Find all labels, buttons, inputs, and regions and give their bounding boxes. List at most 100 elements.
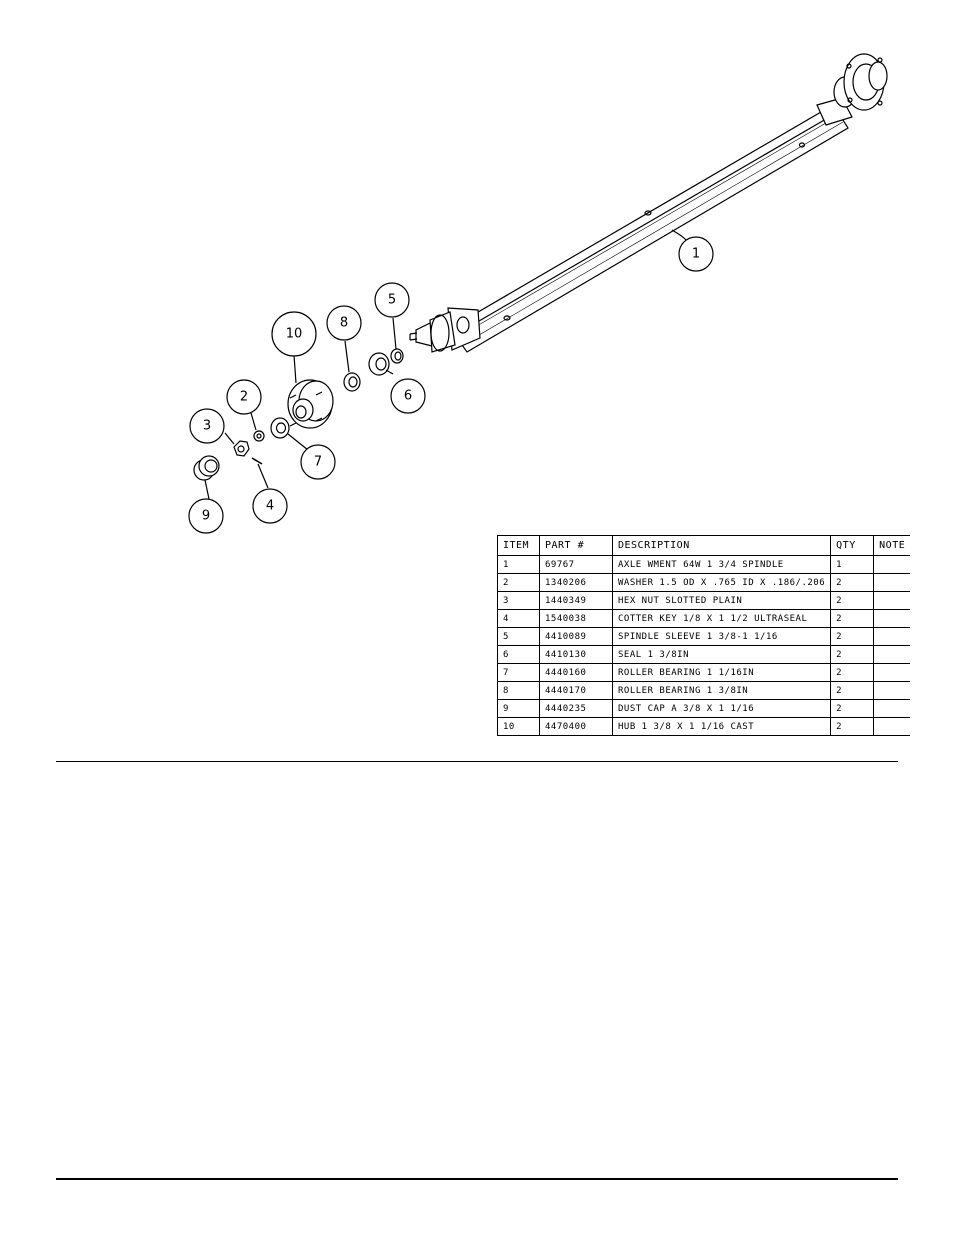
dust-cap-9 <box>193 455 220 481</box>
bom-header-description: DESCRIPTION <box>611 535 832 556</box>
bom-cell-note <box>873 555 911 574</box>
bom-cell-note <box>873 573 911 592</box>
bom-cell-description: DUST CAP A 3/8 X 1 1/16 <box>611 699 832 718</box>
bom-cell-qty: 2 <box>830 573 875 592</box>
bom-cell-description: ROLLER BEARING 1 1/16IN <box>611 663 832 682</box>
callout-label-10: 10 <box>286 327 303 342</box>
bom-header-qty: QTY <box>830 535 875 556</box>
callout-circle-4 <box>252 488 288 524</box>
bom-cell-qty: 2 <box>830 609 875 628</box>
hex-nut-3 <box>233 440 250 457</box>
callout-circle-6 <box>390 378 426 414</box>
roller-bearing-8 <box>343 372 361 392</box>
callout-circle-9 <box>188 498 224 534</box>
bom-cell-part: 4440160 <box>539 663 613 682</box>
seal-6 <box>368 352 390 376</box>
bom-cell-qty: 2 <box>830 681 875 700</box>
bom-cell-description: SPINDLE SLEEVE 1 3/8-1 1/16 <box>611 627 832 646</box>
bom-cell-qty: 1 <box>830 555 875 574</box>
bom-cell-note <box>873 627 911 646</box>
washer-2 <box>253 430 265 442</box>
bom-cell-item: 9 <box>497 699 540 718</box>
bom-cell-item: 10 <box>497 717 540 736</box>
callout-circle-3 <box>189 408 225 444</box>
bom-header-part: PART # <box>539 535 613 556</box>
callout-circle-1 <box>678 236 714 272</box>
bom-cell-item: 7 <box>497 663 540 682</box>
callout-label-7: 7 <box>314 455 322 470</box>
bom-cell-note <box>873 699 911 718</box>
bom-header-note: NOTE <box>873 535 911 556</box>
bom-cell-item: 4 <box>497 609 540 628</box>
bom-cell-qty: 2 <box>830 627 875 646</box>
bom-cell-item: 1 <box>497 555 540 574</box>
table-row: 5 4410089 SPINDLE SLEEVE 1 3/8-1 1/16 2 <box>497 627 911 646</box>
bom-cell-item: 8 <box>497 681 540 700</box>
callout-label-5: 5 <box>388 293 396 308</box>
cotter-key-4 <box>251 457 263 465</box>
bom-cell-part: 69767 <box>539 555 613 574</box>
bom-cell-description: HUB 1 3/8 X 1 1/16 CAST <box>611 717 832 736</box>
callout-label-1: 1 <box>692 247 700 262</box>
hub-part <box>287 379 334 429</box>
callout-label-3: 3 <box>203 419 211 434</box>
callout-circle-5 <box>374 282 410 318</box>
bom-cell-note <box>873 645 911 664</box>
callout-label-2: 2 <box>240 390 248 405</box>
bom-cell-qty: 2 <box>830 645 875 664</box>
table-row: 9 4440235 DUST CAP A 3/8 X 1 1/16 2 <box>497 699 911 718</box>
bom-cell-qty: 2 <box>830 591 875 610</box>
table-row: 4 1540038 COTTER KEY 1/8 X 1 1/2 ULTRASE… <box>497 609 911 628</box>
callout-label-8: 8 <box>340 316 348 331</box>
bom-cell-part: 4440235 <box>539 699 613 718</box>
bom-cell-description: AXLE WMENT 64W 1 3/4 SPINDLE <box>611 555 832 574</box>
bill-of-materials-table: ITEM PART # DESCRIPTION QTY NOTE 1 69767… <box>497 535 911 736</box>
bom-cell-description: WASHER 1.5 OD X .765 ID X .186/.206 <box>611 573 832 592</box>
bom-cell-part: 4410130 <box>539 645 613 664</box>
section-divider-top <box>56 761 898 762</box>
axle-left-spindle <box>409 307 481 353</box>
table-row: 6 4410130 SEAL 1 3/8IN 2 <box>497 645 911 664</box>
bom-cell-item: 2 <box>497 573 540 592</box>
exploded-axle-drawing: 1 2 3 4 5 6 7 8 9 10 <box>188 53 888 534</box>
bom-cell-note <box>873 681 911 700</box>
callout-label-6: 6 <box>404 389 412 404</box>
bom-cell-part: 1340206 <box>539 573 613 592</box>
callout-circle-8 <box>326 305 362 341</box>
roller-bearing-7 <box>270 417 290 439</box>
callout-circle-2 <box>226 379 262 415</box>
bom-cell-qty: 2 <box>830 663 875 682</box>
bom-cell-item: 5 <box>497 627 540 646</box>
callout-label-9: 9 <box>202 509 210 524</box>
table-row: 10 4470400 HUB 1 3/8 X 1 1/16 CAST 2 <box>497 717 911 736</box>
bom-cell-item: 3 <box>497 591 540 610</box>
bom-cell-note <box>873 609 911 628</box>
bom-cell-qty: 2 <box>830 699 875 718</box>
axle-tube <box>454 97 849 353</box>
section-divider-bottom <box>56 1178 898 1180</box>
bom-cell-description: SEAL 1 3/8IN <box>611 645 832 664</box>
bom-cell-part: 4440170 <box>539 681 613 700</box>
bom-cell-qty: 2 <box>830 717 875 736</box>
bom-cell-item: 6 <box>497 645 540 664</box>
callout-label-4: 4 <box>266 499 274 514</box>
bom-cell-note <box>873 663 911 682</box>
axle-right-end <box>816 53 888 126</box>
bom-header-row: ITEM PART # DESCRIPTION QTY NOTE <box>497 535 911 556</box>
bom-header-item: ITEM <box>497 535 540 556</box>
table-row: 2 1340206 WASHER 1.5 OD X .765 ID X .186… <box>497 573 911 592</box>
bom-cell-description: HEX NUT SLOTTED PLAIN <box>611 591 832 610</box>
callout-circle-10 <box>271 311 317 357</box>
bom-cell-part: 1540038 <box>539 609 613 628</box>
bom-cell-description: ROLLER BEARING 1 3/8IN <box>611 681 832 700</box>
bom-cell-part: 4470400 <box>539 717 613 736</box>
bom-cell-description: COTTER KEY 1/8 X 1 1/2 ULTRASEAL <box>611 609 832 628</box>
table-row: 3 1440349 HEX NUT SLOTTED PLAIN 2 <box>497 591 911 610</box>
spindle-sleeve-5 <box>390 348 404 364</box>
table-row: 7 4440160 ROLLER BEARING 1 1/16IN 2 <box>497 663 911 682</box>
table-row: 8 4440170 ROLLER BEARING 1 3/8IN 2 <box>497 681 911 700</box>
bom-cell-part: 4410089 <box>539 627 613 646</box>
bom-cell-part: 1440349 <box>539 591 613 610</box>
bom-cell-note <box>873 591 911 610</box>
table-row: 1 69767 AXLE WMENT 64W 1 3/4 SPINDLE 1 <box>497 555 911 574</box>
